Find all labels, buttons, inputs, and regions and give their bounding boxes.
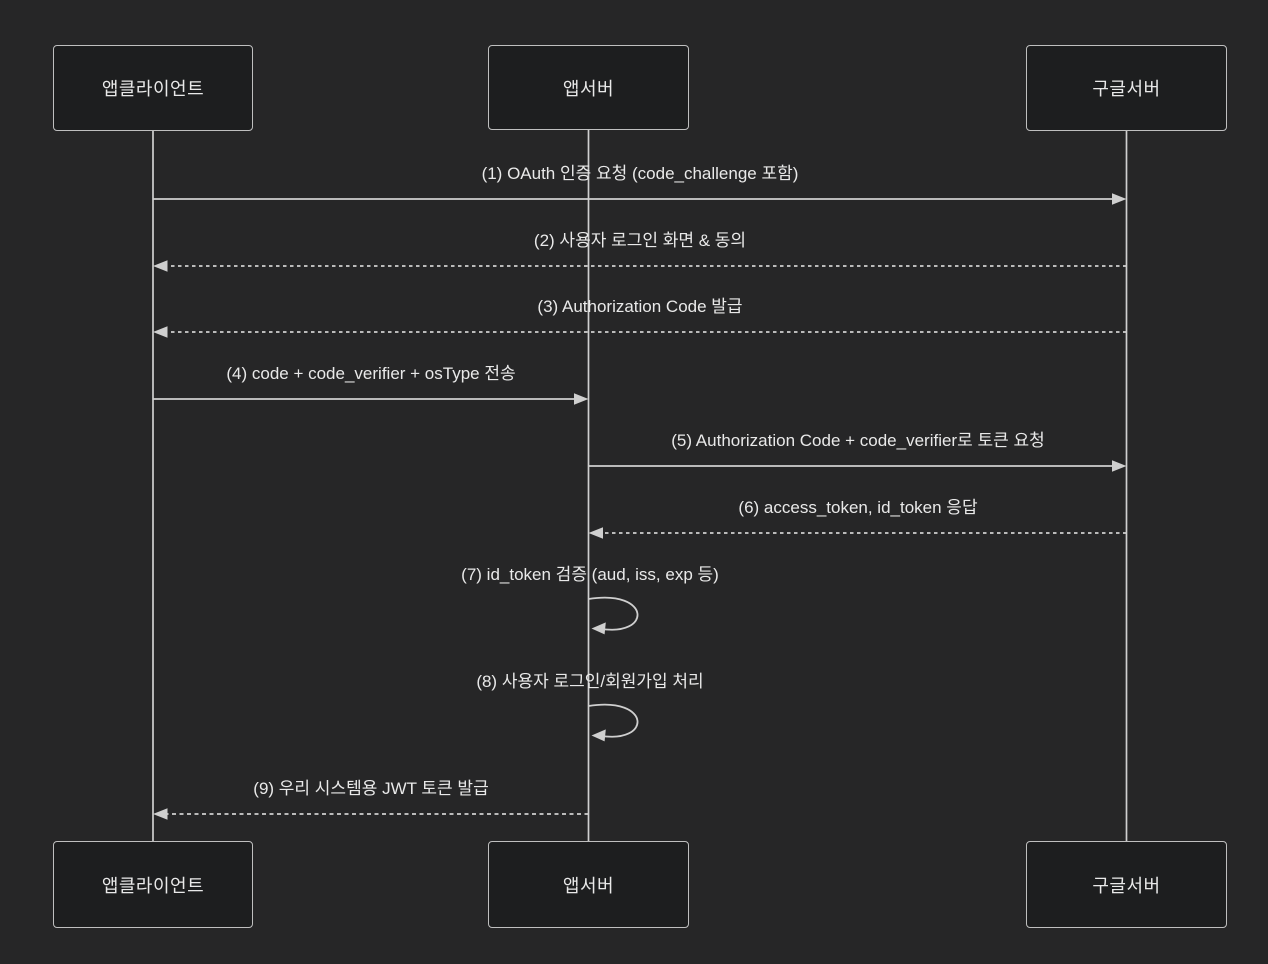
actor-label: 구글서버 <box>1092 79 1161 99</box>
actor-label: 앱클라이언트 <box>101 875 205 896</box>
arrowhead-left-icon <box>153 326 168 338</box>
message-label-4: (4) code + code_verifier + osType 전송 <box>226 364 516 383</box>
arrowhead-right-icon <box>574 393 589 405</box>
arrowhead-left-icon <box>153 260 168 272</box>
message-label-7: (7) id_token 검증 (aud, iss, exp 등) <box>461 565 719 584</box>
actor-label: 앱서버 <box>562 78 615 99</box>
arrowhead-right-icon <box>1112 193 1127 205</box>
message-arrow-9 <box>153 808 589 820</box>
message-arrow-6 <box>588 527 1127 539</box>
message-arrow-5 <box>588 460 1127 472</box>
message-arrow-4 <box>153 393 589 405</box>
message-arrow-1 <box>153 193 1127 205</box>
message-label-8: (8) 사용자 로그인/회원가입 처리 <box>476 672 704 691</box>
arrowhead-left-icon <box>591 729 606 742</box>
actor-label: 앱서버 <box>562 875 615 896</box>
message-arrow-2 <box>153 260 1127 272</box>
self-loop-arrow-7 <box>588 596 639 635</box>
arrowhead-left-icon <box>588 527 603 539</box>
actor-box-google-server-bottom: 구글서버 <box>1026 841 1227 928</box>
arrowhead-left-icon <box>591 622 606 635</box>
arrowhead-left-icon <box>153 808 168 820</box>
actor-box-app-server-bottom: 앱서버 <box>488 841 689 928</box>
message-label-6: (6) access_token, id_token 응답 <box>738 498 978 517</box>
message-label-2: (2) 사용자 로그인 화면 & 동의 <box>533 231 747 250</box>
self-loop-arrow-8 <box>588 703 639 742</box>
arrowhead-right-icon <box>1112 460 1127 472</box>
actor-box-app-client-top: 앱클라이언트 <box>53 45 253 131</box>
message-label-1: (1) OAuth 인증 요청 (code_challenge 포함) <box>481 164 799 183</box>
message-label-9: (9) 우리 시스템용 JWT 토큰 발급 <box>253 779 489 798</box>
actor-box-app-client-bottom: 앱클라이언트 <box>53 841 253 928</box>
message-label-5: (5) Authorization Code + code_verifier로 … <box>671 431 1045 450</box>
actor-box-google-server-top: 구글서버 <box>1026 45 1227 131</box>
actor-label: 구글서버 <box>1092 875 1161 896</box>
actor-label: 앱클라이언트 <box>101 79 205 99</box>
actor-box-app-server-top: 앱서버 <box>488 45 689 130</box>
message-label-3: (3) Authorization Code 발급 <box>537 297 743 316</box>
message-arrow-3 <box>153 326 1127 338</box>
